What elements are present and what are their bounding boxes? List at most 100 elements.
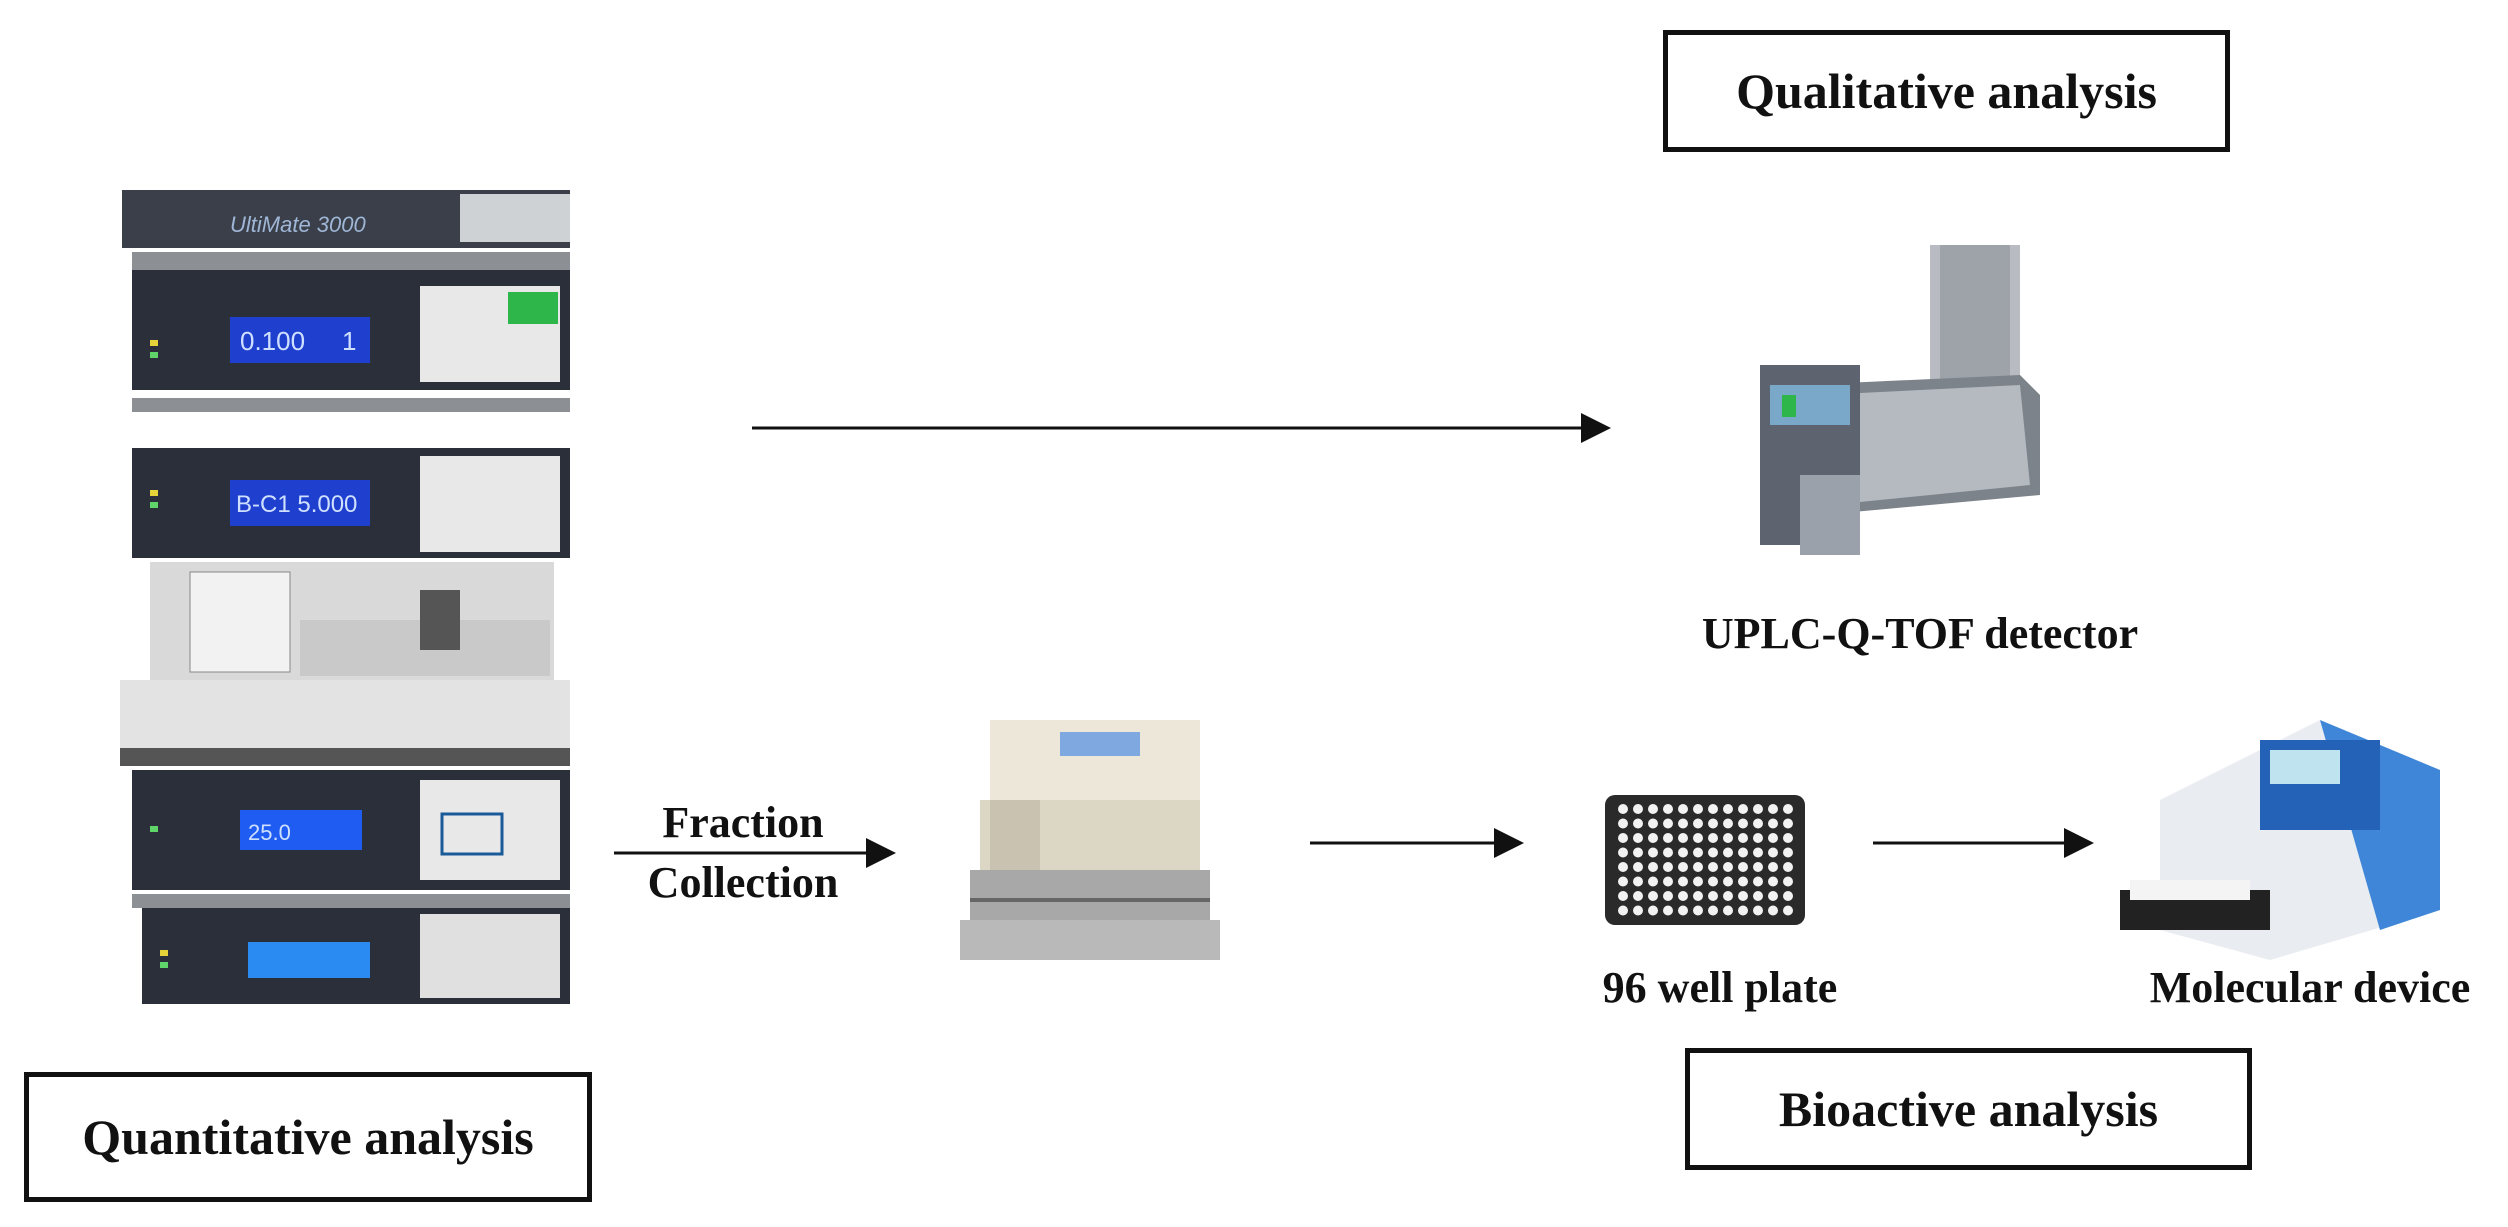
well <box>1738 818 1748 829</box>
well <box>1783 862 1793 872</box>
qualitative-analysis-label: Qualitative analysis <box>1663 30 2230 152</box>
well <box>1633 804 1643 814</box>
well <box>1693 876 1703 887</box>
well <box>1768 891 1778 901</box>
well <box>1708 804 1718 814</box>
well <box>1723 905 1733 916</box>
well <box>1768 847 1778 858</box>
well <box>1753 833 1763 843</box>
hplc-brand-text: UltiMate 3000 <box>230 212 367 237</box>
well <box>1708 847 1718 858</box>
well <box>1678 876 1688 887</box>
well <box>1663 891 1673 901</box>
well <box>1678 847 1688 858</box>
well <box>1618 862 1628 872</box>
display-3-text: 25.0 <box>248 820 291 845</box>
well <box>1693 891 1703 901</box>
well <box>1633 876 1643 887</box>
well <box>1678 862 1688 872</box>
well <box>1693 847 1703 858</box>
well <box>1648 804 1658 814</box>
well <box>1768 833 1778 843</box>
well <box>1753 847 1763 858</box>
molecular-caption: Molecular device <box>2149 963 2471 1012</box>
well <box>1738 891 1748 901</box>
well <box>1663 818 1673 829</box>
molecular-device-image <box>2120 720 2440 960</box>
display-1-text: 0.100 <box>240 326 305 356</box>
well <box>1648 876 1658 887</box>
well <box>1738 862 1748 872</box>
well <box>1738 876 1748 887</box>
well <box>1708 862 1718 872</box>
well <box>1678 905 1688 916</box>
well <box>1768 804 1778 814</box>
well-plate-image <box>1605 795 1805 925</box>
well <box>1633 833 1643 843</box>
well <box>1738 847 1748 858</box>
well <box>1648 847 1658 858</box>
well <box>1753 905 1763 916</box>
well <box>1723 862 1733 872</box>
well <box>1738 804 1748 814</box>
well <box>1783 833 1793 843</box>
well <box>1663 833 1673 843</box>
hplc-stack-image: UltiMate 3000 0.100 1 B-C1 5.000 25.0 <box>120 190 570 1004</box>
well <box>1678 804 1688 814</box>
well <box>1723 847 1733 858</box>
well <box>1618 804 1628 814</box>
well <box>1768 905 1778 916</box>
well <box>1693 818 1703 829</box>
well <box>1663 847 1673 858</box>
well <box>1753 891 1763 901</box>
well <box>1678 891 1688 901</box>
well <box>1753 818 1763 829</box>
well <box>1783 876 1793 887</box>
well <box>1618 876 1628 887</box>
well <box>1678 818 1688 829</box>
well <box>1783 818 1793 829</box>
well <box>1663 862 1673 872</box>
fraction-collection-caption-1: Fraction <box>662 798 824 847</box>
fraction-collector-image <box>960 720 1220 960</box>
well <box>1768 876 1778 887</box>
well <box>1648 833 1658 843</box>
well <box>1648 905 1658 916</box>
well <box>1753 804 1763 814</box>
well <box>1678 833 1688 843</box>
display-1b-text: 1 <box>342 326 356 356</box>
well <box>1708 833 1718 843</box>
plate-caption: 96 well plate <box>1602 963 1838 1012</box>
well <box>1783 905 1793 916</box>
fraction-collection-caption-2: Collection <box>647 858 839 907</box>
well <box>1693 905 1703 916</box>
well <box>1723 804 1733 814</box>
well <box>1723 876 1733 887</box>
well <box>1723 818 1733 829</box>
well <box>1618 818 1628 829</box>
well <box>1753 862 1763 872</box>
well <box>1633 818 1643 829</box>
well <box>1693 804 1703 814</box>
well <box>1753 876 1763 887</box>
well <box>1783 847 1793 858</box>
display-2-text: B-C1 5.000 <box>236 491 357 518</box>
well <box>1648 818 1658 829</box>
uplc-caption: UPLC-Q-TOF detector <box>1701 609 2139 658</box>
well <box>1768 862 1778 872</box>
well <box>1618 847 1628 858</box>
well <box>1693 862 1703 872</box>
well <box>1783 804 1793 814</box>
well <box>1618 833 1628 843</box>
well <box>1738 905 1748 916</box>
well <box>1768 818 1778 829</box>
well <box>1618 891 1628 901</box>
well <box>1738 833 1748 843</box>
well <box>1663 804 1673 814</box>
quantitative-analysis-label: Quantitative analysis <box>24 1072 592 1202</box>
uplc-qtof-image <box>1760 245 2040 555</box>
well <box>1708 891 1718 901</box>
well <box>1633 862 1643 872</box>
well <box>1663 876 1673 887</box>
